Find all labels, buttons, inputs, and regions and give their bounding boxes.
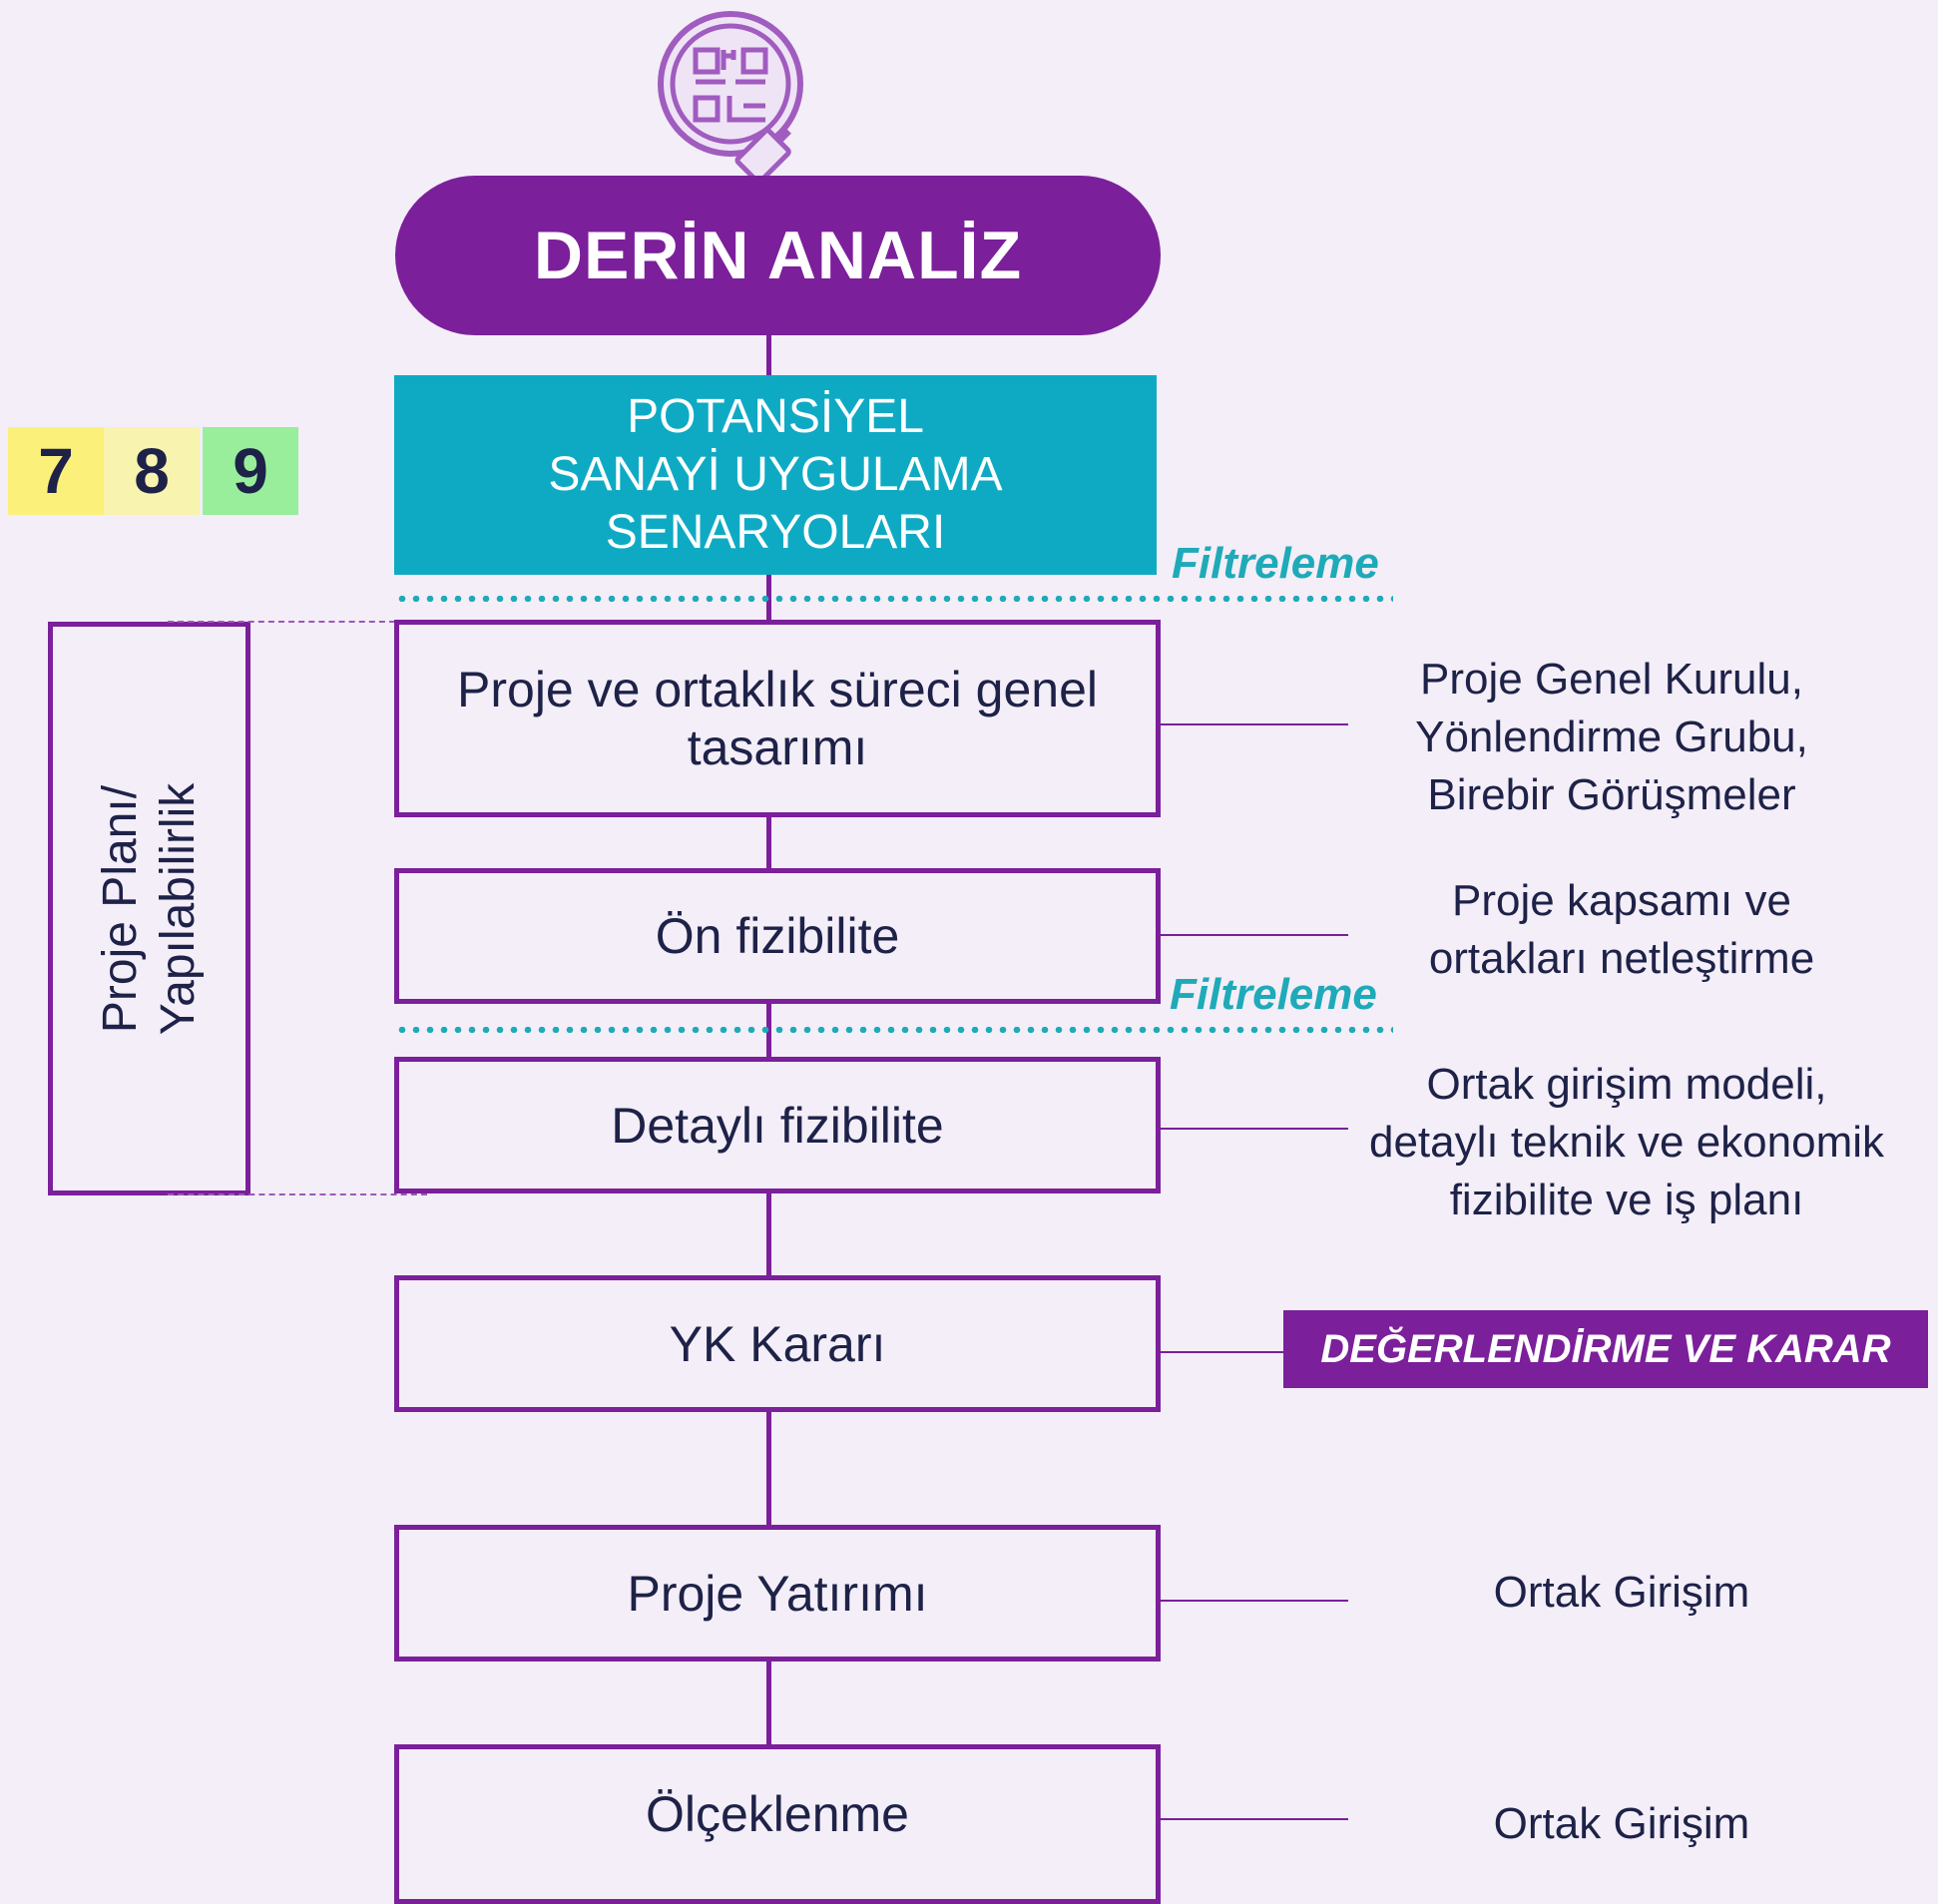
- bracket-top-dash: [168, 621, 395, 623]
- note-connector: [1161, 934, 1348, 936]
- note-connector: [1161, 1818, 1348, 1820]
- page-title: DERİN ANALİZ: [533, 218, 1023, 293]
- note-connector: [1161, 1128, 1348, 1130]
- note-joint-venture-model: Ortak girişim modeli, detaylı teknik ve …: [1368, 1060, 1885, 1224]
- filter-label: Filtreleme: [1172, 539, 1379, 588]
- project-plan-label: Proje Planı/ Yapılabilirlik: [93, 782, 205, 1035]
- filter-label: Filtreleme: [1170, 970, 1377, 1019]
- note-joint-venture: Ortak Girişim: [1493, 1568, 1750, 1617]
- step-pre-feasibility: Ön fizibilite: [394, 868, 1161, 1004]
- bracket-bottom-dash: [168, 1193, 427, 1195]
- scenarios-line: POTANSİYEL: [627, 390, 924, 443]
- level-badge-8: 8: [104, 427, 200, 515]
- scenarios-box: POTANSİYEL SANAYİ UYGULAMA SENARYOLARI: [394, 375, 1157, 575]
- note-connector: [1161, 1351, 1285, 1353]
- scenarios-line: SENARYOLARI: [605, 506, 946, 559]
- step-process-design: Proje ve ortaklık süreci genel tasarımı: [394, 620, 1161, 817]
- note-connector: [1161, 1600, 1348, 1602]
- filter-dotted-line: [395, 596, 1393, 602]
- note-joint-venture: Ortak Girişim: [1493, 1799, 1750, 1848]
- step-project-investment: Proje Yatırımı: [394, 1525, 1161, 1662]
- level-badge-9: 9: [203, 427, 298, 515]
- note-project-scope: Proje kapsamı ve ortakları netleştirme: [1428, 876, 1815, 983]
- level-badge-7: 7: [8, 427, 104, 515]
- note-general-assembly: Proje Genel Kurulu, Yönlendirme Grubu, B…: [1415, 655, 1808, 819]
- qr-magnifier-icon: [654, 8, 833, 185]
- filter-dotted-line: [395, 1027, 1393, 1033]
- evaluation-decision-badge: DEĞERLENDİRME VE KARAR: [1283, 1310, 1928, 1388]
- note-connector: [1161, 723, 1348, 725]
- step-detailed-feasibility: Detaylı fizibilite: [394, 1057, 1161, 1193]
- title-banner: DERİN ANALİZ: [395, 176, 1161, 335]
- step-scaling: Ölçeklenme: [394, 1744, 1161, 1904]
- project-plan-box: Proje Planı/ Yapılabilirlik: [48, 622, 250, 1195]
- scenarios-line: SANAYİ UYGULAMA: [548, 448, 1003, 501]
- step-board-decision: YK Kararı: [394, 1275, 1161, 1412]
